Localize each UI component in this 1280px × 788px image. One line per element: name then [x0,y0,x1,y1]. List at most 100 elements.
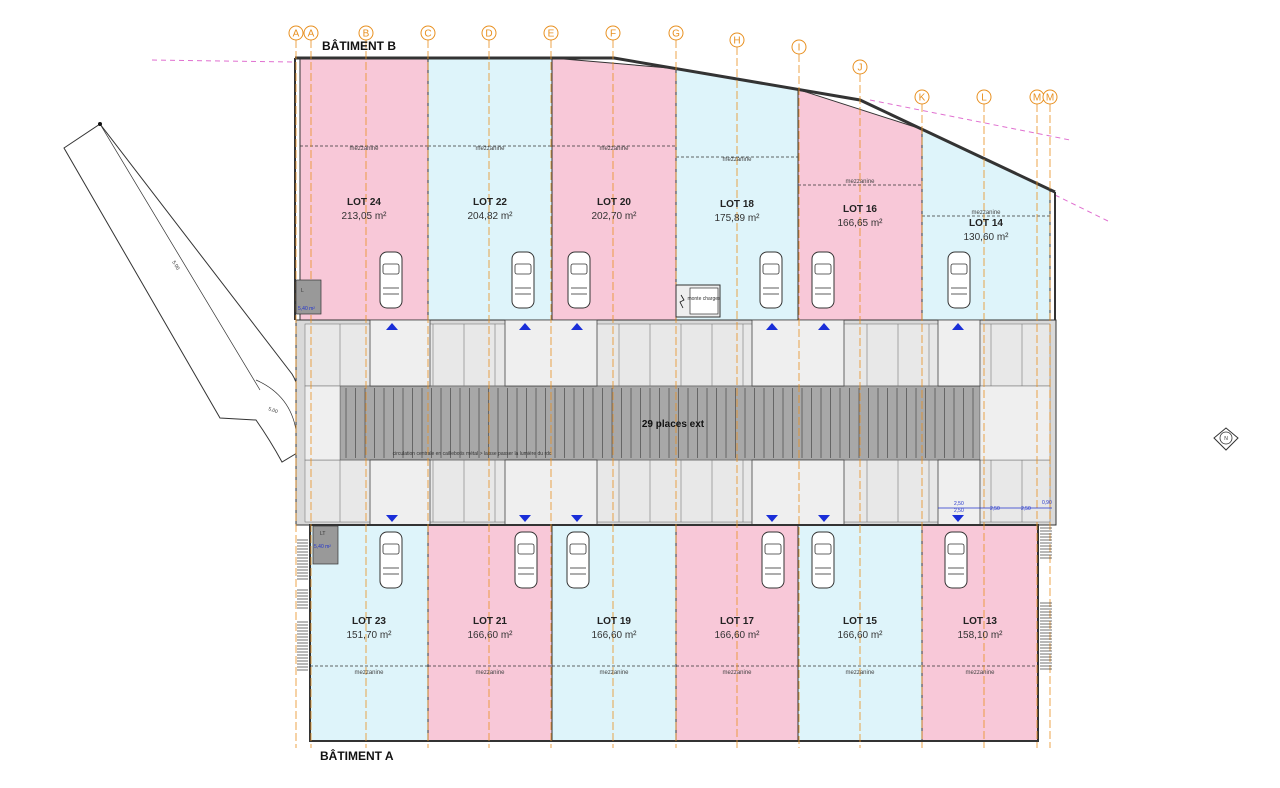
car-windshield [762,263,780,275]
lot-name: LOT 17 [720,616,754,627]
lot-name: LOT 23 [352,616,386,627]
grid-bubble [420,25,436,41]
bottom-lots [309,524,1039,742]
lift-label: monte charges [687,296,721,302]
lot-area: 151,70 m² [346,630,392,641]
lot-area: 213,05 m² [341,211,387,222]
lot-area: 166,60 m² [714,630,760,641]
grid-bubble-label: D [485,29,492,40]
compass-label: N [1224,436,1228,442]
car-body [944,531,968,589]
grid-bubble-label: B [363,29,370,40]
building-a-title: BÂTIMENT A [320,748,394,763]
dim-1: 2,50 [954,501,964,507]
dimension-line: 2,50 2,50 2,50 2,50 0,90 [938,500,1052,514]
grid-bubble-label: G [672,29,680,40]
lot-name: LOT 20 [597,197,631,208]
dim-2: 2,50 [954,508,964,514]
car-windshield [570,263,588,275]
car-icon [511,251,535,309]
car-windshield [814,263,832,275]
car-body [811,251,835,309]
car-windshield [814,543,832,555]
mezzanine-label: mezzanine [722,157,752,163]
loading-bay [751,319,845,387]
lot-name: LOT 16 [843,204,877,215]
car-windshield [382,263,400,275]
down-arrow-icon [818,515,830,522]
top-lots [299,57,1051,321]
lot-name: LOT 14 [969,218,1003,229]
property-line [151,59,1111,223]
circulation-note: circulation centrale en caillebotis méta… [393,451,552,457]
parking-count-label: 29 places ext [642,419,705,430]
car-windshield [514,263,532,275]
loading-bay [369,459,431,526]
mezzanine-label: mezzanine [965,670,995,676]
car-icon [514,531,538,589]
lot-area: 204,82 m² [467,211,513,222]
ramp-label-2: 5.00 [267,406,278,415]
car-body [511,251,535,309]
down-arrow-icon [519,515,531,522]
grid-bubble-label: C [424,29,431,40]
up-arrow-icon [571,323,583,330]
loading-bay [937,459,981,526]
car-body [759,251,783,309]
lot-name: LOT 22 [473,197,507,208]
car-icon [567,251,591,309]
grid-bubble-label: L [981,93,987,104]
loading-bay [937,319,981,387]
grid-bubble-label: H [733,36,740,47]
mezzanine-label: mezzanine [354,670,384,676]
car-icon [811,251,835,309]
lot-area: 166,60 m² [837,630,883,641]
mezzanine-label: mezzanine [845,670,875,676]
mezzanine-label: mezzanine [475,670,505,676]
grid-bubble [288,25,304,41]
dim-5: 0,90 [1042,500,1052,506]
car-icon [761,531,785,589]
grid-bubble [543,25,559,41]
local-room-bottom: LT 5,40 m² [312,525,339,565]
dim-4: 2,50 [1021,506,1031,512]
up-arrow-icon [818,323,830,330]
loading-bay [751,459,845,526]
lot-area: 166,60 m² [591,630,637,641]
lot-area: 130,60 m² [963,232,1009,243]
mezzanine-label: mezzanine [599,670,629,676]
up-arrow-icon [952,323,964,330]
lift: monte charges [675,284,721,318]
dim-3: 2,50 [990,506,1000,512]
car-icon [811,531,835,589]
grid-bubble-label: I [798,43,801,54]
up-arrow-icon [386,323,398,330]
down-arrow-icon [952,515,964,522]
car-icon [379,251,403,309]
mezzanine-label: mezzanine [845,179,875,185]
car-windshield [950,263,968,275]
lot-area: 166,60 m² [467,630,513,641]
mezzanine-label: mezzanine [722,670,752,676]
local-bottom-area: 5,40 m² [314,544,331,550]
grid-bubble-label: E [548,29,555,40]
loading-bay [369,319,431,387]
stairs [297,527,1052,671]
grid-bubble [852,59,868,75]
lot-name: LOT 19 [597,616,631,627]
grid-bubble [481,25,497,41]
grid-bubble [358,25,374,41]
car-body [947,251,971,309]
parking-band [295,319,1057,526]
car-icon [379,531,403,589]
lot-area: 166,65 m² [837,218,883,229]
grid-bubble-label: F [610,29,616,40]
car-body [514,531,538,589]
car-windshield [382,543,400,555]
car-windshield [569,543,587,555]
car-windshield [764,543,782,555]
access-ramp [63,122,304,463]
grid-bubble-label: M [1033,93,1041,104]
grid-bubble-label: A [293,29,300,40]
